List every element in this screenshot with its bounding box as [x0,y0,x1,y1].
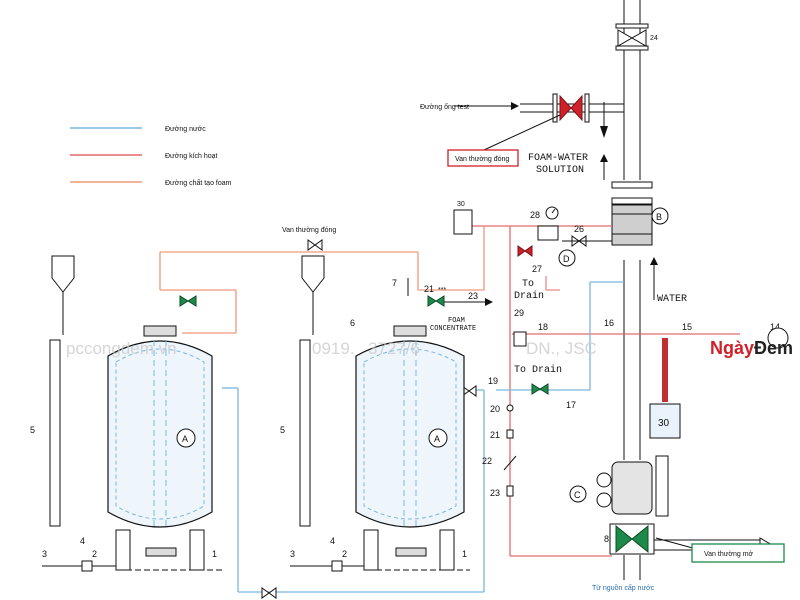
label-8: 8 [604,534,609,544]
label-30-bottom: 30 [658,418,670,429]
logo-dem: Đem [754,338,793,358]
foam-lines [159,226,485,334]
to-drain-1-b: Drain [514,290,544,302]
label-18: 20 [490,404,500,414]
no-valve-box [691,543,785,563]
label-3-right: 3 [290,549,295,559]
to-drain-1-a: To [522,279,534,290]
water-label: WATER [657,294,687,305]
nc-valve-box-top [447,149,519,167]
label-4-right: 4 [330,536,335,546]
legend-activation-label: Đường kích hoạt [165,153,218,160]
box-30-bottom [649,403,681,439]
green-valve-8 [615,524,649,554]
funnel-left [51,255,75,293]
marker-D-label: D [563,254,570,264]
label-1-right: 1 [462,549,467,559]
green-valve-1 [179,295,197,307]
label-20: 22 [482,456,492,466]
label-23: 23 [468,291,478,301]
watermark-phone-1: 0919. [312,339,355,358]
label-19: 21 [490,430,500,440]
proportioner-body [611,204,653,246]
watermark-company: DN., JSC [526,339,597,358]
foam-water-solution-line2: SOLUTION [536,165,584,176]
label-2-right: 2 [342,549,347,559]
marker-C [569,485,587,503]
gauge-c1 [596,472,612,488]
green-valve-15 [531,383,549,395]
label-7: 7 [392,278,397,288]
gauge-c2 [596,492,612,508]
label-26: 24 [650,35,658,42]
label-6: 6 [350,318,355,328]
tank-right [355,325,465,571]
level-gauge-right [299,339,311,527]
label-28: 29 [514,308,524,318]
deluge-valve [611,461,653,515]
label-12: 14 [770,322,780,332]
no-valve-label: Van thường mở [704,550,754,558]
logo-ngay: Ngày [710,338,754,358]
marker-D [558,249,576,267]
watermark-site: pccongdem.vn [66,339,177,358]
marker-B [651,207,669,225]
label-22: 21 [424,284,434,294]
label-3-left: 3 [42,549,47,559]
marker-C-label: C [574,490,581,500]
label-21: 23 [490,488,500,498]
nc-valve-foam [307,239,323,251]
to-drain-2: To Drain [514,364,562,376]
label-24: 26 [574,224,584,234]
green-valve-22 [427,295,445,307]
label-27: 28 [530,210,540,220]
legend-foam-label: Đường chất tạo foam [165,178,232,187]
strainer-17 [513,331,527,347]
label-16: 19 [488,376,498,386]
sight-glass [662,338,668,402]
label-5-right: 5 [280,425,285,435]
tank-left [107,325,213,571]
tank-right-label: A [434,434,440,444]
foam-concentrate-line2: CONCENTRATE [430,325,476,333]
label-2-left: 2 [92,549,97,559]
label-4-left: 4 [80,536,85,546]
label-13: 15 [682,322,692,332]
tank-left-label: A [182,434,188,444]
test-valve-red [559,94,583,122]
check-valve-D [537,225,559,241]
label-22-stars: *** [438,287,446,294]
end-12 [767,327,789,349]
box-30-top [453,209,473,235]
valve-26 [617,29,647,47]
water-source-label: Từ nguồn cấp nước [592,583,655,592]
watermark-phone-2: 3727/6 [368,339,420,358]
test-line-label: Đường ống test [420,102,469,111]
bottom-valve [261,587,277,599]
nc-valve-label-top: Van thường đóng [455,156,509,163]
activation-lines [472,225,740,557]
tank-left-marker [176,428,196,448]
legend: Đường nước Đường kích hoạt Đường chất tạ… [70,126,232,187]
legend-water-label: Đường nước [165,126,206,133]
label-15: 17 [566,400,576,410]
label-30-top: 30 [457,201,465,208]
marker-B-label: B [656,212,662,222]
foam-concentrate-line1: FOAM [448,317,465,325]
label-29: 27 [532,264,542,274]
label-14: 16 [604,318,614,328]
red-valve-29 [517,245,533,257]
water-lines [222,281,624,593]
label-17: 18 [538,322,548,332]
tank-right-marker [428,428,448,448]
label-1-left: 1 [212,549,217,559]
nc-valve-label-mid: Van thường đóng [282,227,336,234]
foam-water-solution-line1: FOAM-WATER [528,153,588,164]
level-gauge-left [49,339,61,527]
funnel-right [301,255,325,293]
label-5-left: 5 [30,425,35,435]
